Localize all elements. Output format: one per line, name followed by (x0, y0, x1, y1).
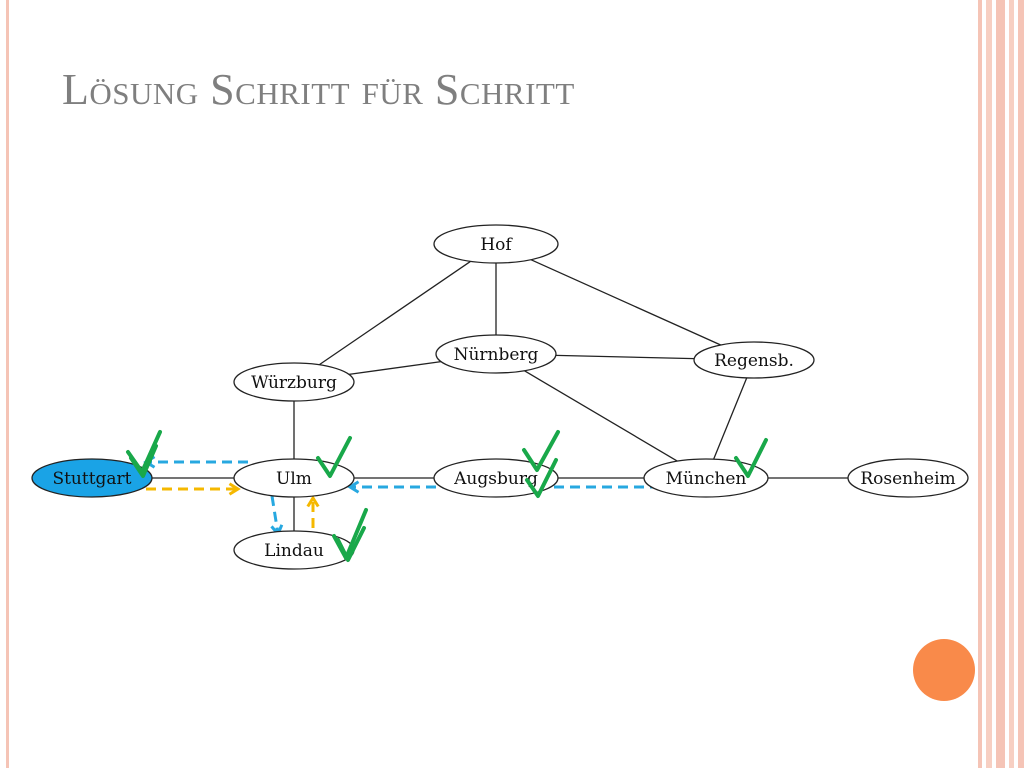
arrow-ulm-to-lindau (270, 495, 284, 537)
node-label-hof: Hof (480, 235, 513, 255)
edge-hof-regensb (530, 259, 721, 346)
right-border-stripe-2 (986, 0, 992, 768)
node-muenchen: München (643, 458, 769, 498)
node-label-lindau: Lindau (264, 541, 324, 561)
arrow-muenchen-to-ulm (347, 480, 660, 494)
arrow-head-lindau-ulm (306, 495, 320, 508)
check-icon-ulm (316, 436, 352, 478)
node-label-stuttgart: Stuttgart (52, 469, 131, 489)
node-hof: Hof (433, 224, 559, 264)
edge-nuernberg-wuerzburg (348, 360, 442, 376)
traversal-arrows (143, 455, 660, 537)
node-stuttgart: Stuttgart (31, 458, 153, 498)
node-ellipse-nuernberg (435, 334, 557, 374)
check-stroke-augsburg-0 (522, 430, 560, 472)
node-label-rosenheim: Rosenheim (860, 469, 955, 489)
node-ellipse-stuttgart (31, 458, 153, 498)
arrow-stuttgart-to-ulm (146, 482, 241, 496)
check-stroke-augsburg-1 (525, 458, 558, 498)
node-rosenheim: Rosenheim (847, 458, 969, 498)
arrow-ulm-to-stuttgart (143, 455, 248, 469)
check-marks (126, 430, 768, 562)
node-label-muenchen: München (666, 469, 747, 489)
check-icon-stuttgart (126, 430, 162, 478)
edge-hof-wuerzburg (318, 260, 471, 366)
node-label-wuerzburg: Würzburg (251, 373, 337, 393)
edge-regensb-muenchen (713, 377, 748, 460)
check-icon-augsburg (522, 430, 560, 498)
edge-nuernberg-regensb (555, 354, 695, 360)
right-border-stripe-5 (1018, 0, 1024, 768)
orange-circle-ornament (913, 639, 975, 701)
node-augsburg: Augsburg (433, 458, 559, 498)
edge-nuernberg-muenchen (524, 370, 678, 462)
check-icon-muenchen (734, 438, 768, 478)
left-border-stripe (6, 0, 9, 768)
node-ellipse-rosenheim (847, 458, 969, 498)
arrow-lindau-to-ulm (306, 495, 320, 528)
node-ellipse-regensb (693, 341, 815, 379)
check-stroke-lindau-1 (336, 526, 366, 562)
arrow-line-ulm-lindau (270, 495, 280, 535)
right-border-stripe-1 (978, 0, 982, 768)
arrow-head-stuttgart-ulm (228, 482, 241, 496)
right-border-stripe-3 (996, 0, 1005, 768)
graph-edges (152, 259, 848, 531)
node-lindau: Lindau (233, 530, 355, 570)
node-wuerzburg: Würzburg (233, 362, 355, 402)
node-ellipse-augsburg (433, 458, 559, 498)
node-label-regensb: Regensb. (714, 351, 794, 371)
arrow-head-muenchen-ulm (347, 480, 360, 494)
check-stroke-stuttgart-1 (129, 444, 158, 478)
node-label-augsburg: Augsburg (453, 469, 538, 489)
node-ellipse-muenchen (643, 458, 769, 498)
node-ellipse-hof (433, 224, 559, 264)
check-stroke-ulm-0 (316, 436, 352, 478)
check-icon-lindau (332, 508, 368, 562)
node-label-ulm: Ulm (276, 469, 312, 489)
slide-title: Lösung Schritt für Schritt (62, 65, 575, 114)
node-ellipse-wuerzburg (233, 362, 355, 402)
right-border-stripe-4 (1009, 0, 1014, 768)
check-stroke-muenchen-0 (734, 438, 768, 478)
node-nuernberg: Nürnberg (435, 334, 557, 374)
node-label-nuernberg: Nürnberg (454, 345, 539, 365)
node-regensb: Regensb. (693, 341, 815, 379)
